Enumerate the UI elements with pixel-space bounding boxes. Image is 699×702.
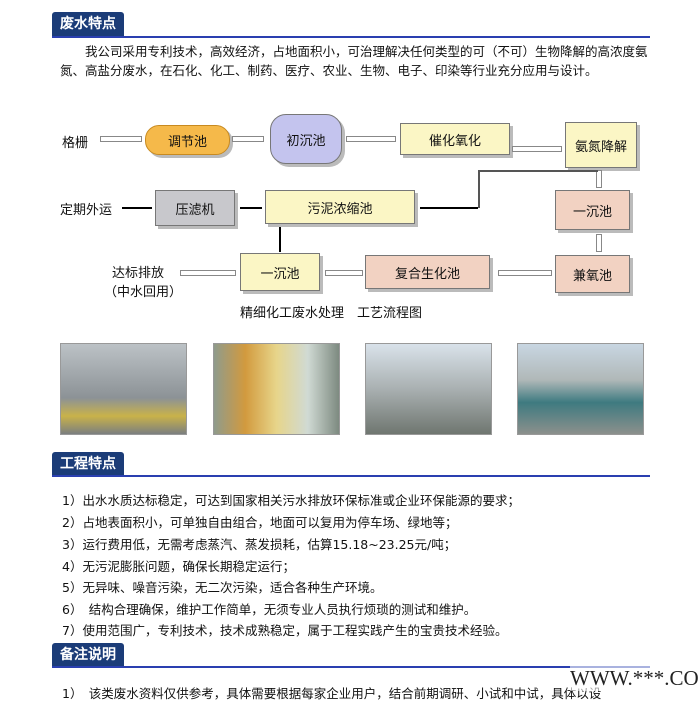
arrow xyxy=(596,170,602,188)
node-sedimentation-2: 一沉池 xyxy=(240,253,320,291)
node-filter-press: 压滤机 xyxy=(155,190,235,226)
photo-equipment xyxy=(60,343,187,435)
node-regulating-tank: 调节池 xyxy=(145,125,230,155)
arrow xyxy=(180,270,236,276)
node-catalytic-oxidation: 催化氧化 xyxy=(400,123,510,155)
section-header-features: 工程特点 xyxy=(52,452,124,477)
photo-treatment-units xyxy=(517,343,644,435)
connector-line xyxy=(478,170,480,208)
arrow xyxy=(100,136,142,142)
label-outbound: 定期外运 xyxy=(60,203,113,218)
photo-tanks xyxy=(365,343,492,435)
arrow xyxy=(420,207,478,209)
node-ammonia-degradation: 氨氮降解 xyxy=(565,122,637,168)
watermark: WWW.***.COM xyxy=(570,666,699,691)
list-item: 7）使用范围广，专利技术，技术成熟稳定，属于工程实践产生的宝贵技术经验。 xyxy=(62,623,508,638)
header-rule xyxy=(52,666,650,668)
diagram-caption: 精细化工废水处理 工艺流程图 xyxy=(240,306,423,321)
arrow xyxy=(122,207,152,209)
arrow xyxy=(240,207,262,209)
note-text: 1） 该类废水资料仅供参考，具体需要根据每家企业用户，结合前期调研、小试和中试，… xyxy=(62,686,602,701)
arrow xyxy=(232,136,264,142)
node-sedimentation-1: 一沉池 xyxy=(555,190,630,230)
list-item: 3）运行费用低，无需考虑蒸汽、蒸发损耗，估算15.18~23.25元/吨； xyxy=(62,537,457,552)
list-item: 5）无异味、噪音污染，无二次污染，适合各种生产环境。 xyxy=(62,580,383,595)
section-header-wastewater: 废水特点 xyxy=(52,12,124,37)
arrow xyxy=(596,234,602,252)
node-primary-settling: 初沉池 xyxy=(270,114,342,164)
node-composite-bio: 复合生化池 xyxy=(365,255,490,289)
list-item: 2）占地表面积小，可单独自由组合，地面可以复用为停车场、绿地等； xyxy=(62,515,458,530)
arrow xyxy=(279,226,281,252)
header-rule xyxy=(52,475,650,477)
label-reuse: （中水回用） xyxy=(104,285,183,300)
arrow xyxy=(325,270,363,276)
intro-paragraph: 我公司采用专利技术，高效经济，占地面积小，可治理解决任何类型的可（不可）生物降解… xyxy=(60,44,648,78)
label-discharge: 达标排放 xyxy=(112,266,165,281)
node-anoxic-tank: 兼氧池 xyxy=(555,255,630,293)
header-rule xyxy=(52,36,650,38)
section-header-notes: 备注说明 xyxy=(52,643,124,668)
arrow xyxy=(512,146,562,152)
list-item: 4）无污泥膨胀问题，确保长期稳定运行； xyxy=(62,559,295,574)
list-item: 1）出水水质达标稳定，可达到国家相关污水排放环保标准或企业环保能源的要求； xyxy=(62,493,520,508)
connector-line xyxy=(478,170,598,172)
photo-water-samples xyxy=(213,343,340,435)
node-grille: 格栅 xyxy=(62,136,89,151)
node-sludge-thickener: 污泥浓缩池 xyxy=(265,190,415,224)
arrow xyxy=(346,136,396,142)
arrow xyxy=(498,270,552,276)
list-item: 6） 结构合理确保，维护工作简单，无须专业人员执行烦琐的测试和维护。 xyxy=(62,602,477,617)
